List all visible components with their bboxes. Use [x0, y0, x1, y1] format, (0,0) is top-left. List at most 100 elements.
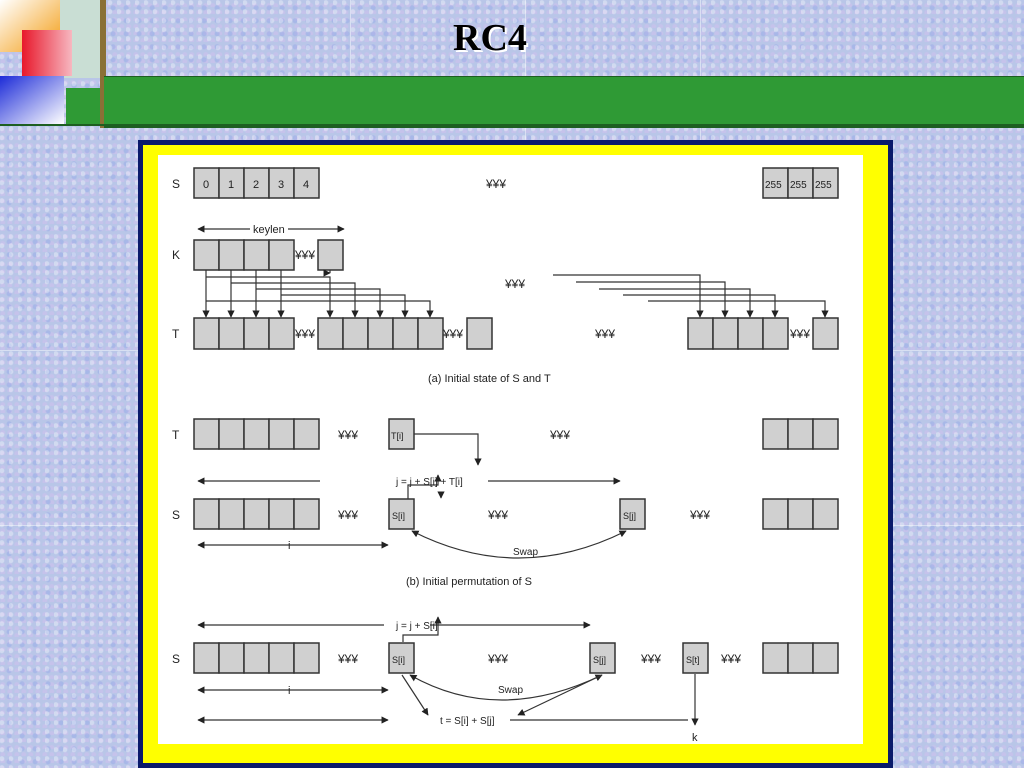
t-cell	[268, 418, 295, 450]
ellipsis: ¥¥¥	[720, 652, 741, 666]
caption-b: (b) Initial permutation of S	[406, 576, 532, 588]
s-i-label: S[i]	[392, 655, 405, 665]
t-cell	[762, 418, 789, 450]
t-cell	[687, 317, 714, 350]
s-cell	[243, 642, 270, 674]
ellipsis: ¥¥¥	[294, 327, 315, 341]
title-band	[104, 76, 1024, 128]
template-logo	[0, 0, 108, 128]
i-label: i	[288, 685, 290, 697]
s-end-value: 255	[815, 180, 832, 191]
c-formula-t: t = S[i] + S[j]	[440, 716, 495, 727]
k-cell	[218, 239, 245, 271]
swap-label: Swap	[513, 547, 538, 558]
t-cell	[268, 317, 295, 350]
c-formula-j: j = j + S[i]	[395, 621, 438, 632]
s-i-label: S[i]	[392, 511, 405, 521]
swap-label: Swap	[498, 685, 523, 696]
s-i-cell	[388, 642, 415, 674]
row-label-t: T	[172, 428, 180, 442]
k-cell	[193, 239, 220, 271]
s-value: 1	[228, 179, 234, 191]
ellipsis: ¥¥¥	[594, 327, 615, 341]
t-cell	[392, 317, 419, 350]
t-cell	[787, 418, 814, 450]
s-cell	[787, 498, 814, 530]
t-cell	[762, 317, 789, 350]
s-cell	[243, 167, 270, 199]
k-output-label: k	[692, 732, 698, 744]
s-cell	[268, 167, 295, 199]
s-value: 4	[303, 179, 309, 191]
s-value: 0	[203, 179, 209, 191]
s-j-label: S[j]	[593, 655, 606, 665]
b-formula: j = j + S[i] + T[i]	[395, 477, 463, 488]
ellipsis: ¥¥¥	[487, 652, 508, 666]
ellipsis: ¥¥¥	[689, 508, 710, 522]
s-cell	[762, 642, 789, 674]
s-cell	[268, 498, 295, 530]
t-cell	[342, 317, 369, 350]
s-cell	[787, 642, 814, 674]
s-cell	[218, 167, 245, 199]
t-cell	[218, 317, 245, 350]
ellipsis: ¥¥¥	[294, 248, 315, 262]
s-cell	[812, 642, 839, 674]
s-i-cell	[388, 498, 415, 530]
t-cell	[317, 317, 344, 350]
t-cell	[812, 418, 839, 450]
s-cell	[193, 642, 220, 674]
t-cell	[218, 418, 245, 450]
s-end-value: 255	[765, 180, 782, 191]
s-cell	[268, 642, 295, 674]
t-cell	[812, 317, 839, 350]
row-label-t: T	[172, 327, 180, 341]
s-cell	[812, 167, 839, 199]
ellipsis: ¥¥¥	[485, 177, 506, 191]
s-t-label: S[t]	[686, 655, 700, 665]
s-cell	[762, 167, 789, 199]
s-cell	[243, 498, 270, 530]
t-cell	[293, 418, 320, 450]
s-j-label: S[j]	[623, 511, 636, 521]
s-cell	[293, 498, 320, 530]
row-label-s: S	[172, 177, 180, 191]
t-i-label: T[i]	[391, 431, 404, 441]
t-cell	[737, 317, 764, 350]
slide-title: RC4	[453, 17, 527, 59]
ellipsis: ¥¥¥	[549, 428, 570, 442]
ellipsis: ¥¥¥	[504, 277, 525, 291]
rc4-diagram: S K T T S S 0 1 2 3 4 255 255 255 ¥¥¥ ¥¥…	[158, 155, 863, 744]
ellipsis: ¥¥¥	[789, 327, 810, 341]
t-cell	[466, 317, 493, 350]
s-cell	[193, 167, 220, 199]
row-label-s: S	[172, 508, 180, 522]
s-value: 3	[278, 179, 284, 191]
k-cell	[268, 239, 295, 271]
i-label: i	[288, 540, 290, 552]
ellipsis: ¥¥¥	[337, 428, 358, 442]
t-cell	[193, 418, 220, 450]
keylen-label: keylen	[253, 224, 285, 236]
s-cell	[218, 498, 245, 530]
t-cell	[193, 317, 220, 350]
ellipsis: ¥¥¥	[337, 508, 358, 522]
s-cell	[762, 498, 789, 530]
row-label-k: K	[172, 248, 180, 262]
s-cell	[193, 498, 220, 530]
t-cell	[243, 418, 270, 450]
s-j-cell	[619, 498, 646, 530]
s-cell	[293, 642, 320, 674]
s-j-cell	[589, 642, 616, 674]
s-cell	[812, 498, 839, 530]
s-cell	[293, 167, 320, 199]
s-t-cell	[682, 642, 709, 674]
caption-a: (a) Initial state of S and T	[428, 373, 551, 385]
s-cell	[787, 167, 814, 199]
t-cell	[712, 317, 739, 350]
s-end-value: 255	[790, 180, 807, 191]
title-rule	[0, 124, 1024, 126]
t-cell	[367, 317, 394, 350]
ellipsis: ¥¥¥	[640, 652, 661, 666]
t-cell	[243, 317, 270, 350]
